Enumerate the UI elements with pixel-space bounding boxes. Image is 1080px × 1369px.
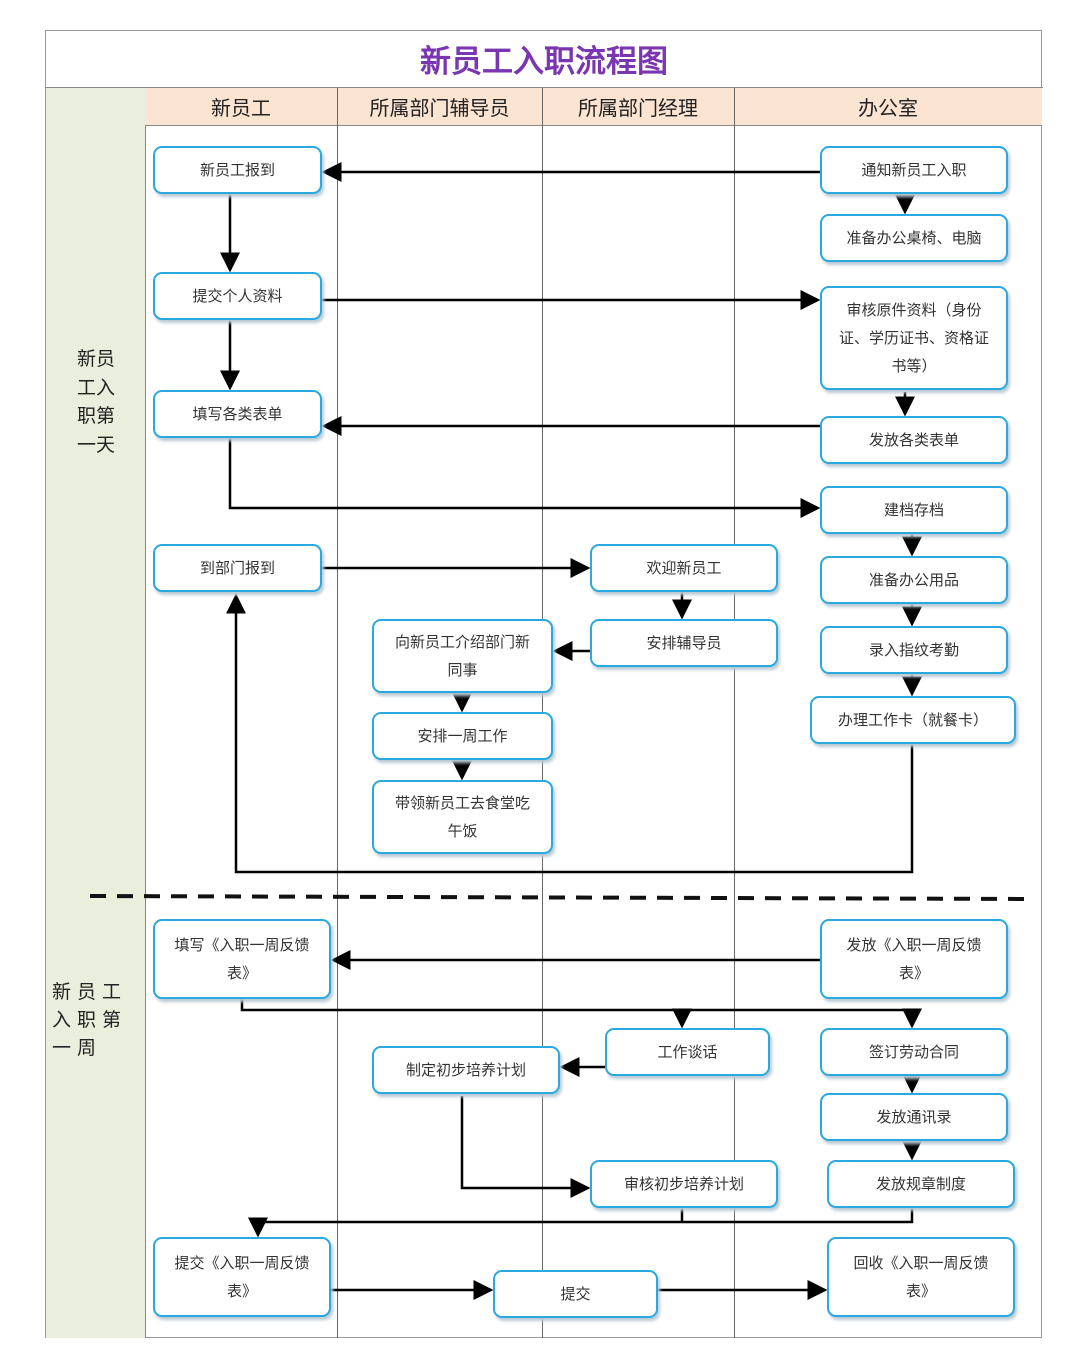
arrow [460,1096,591,1198]
stage-label-day1: 新员工入职第一天 [76,348,115,456]
step-welcome: 欢迎新员工 [590,544,778,592]
arrow [240,999,692,1029]
lane-divider [337,88,338,1338]
step-prepare-supplies: 准备办公用品 [820,556,1008,604]
step-prepare-desk: 准备办公桌椅、电脑 [820,214,1008,262]
step-verify-docs: 审核原件资料（身份证、学历证书、资格证书等） [820,286,1008,390]
step-work-card: 办理工作卡（就餐卡） [810,696,1016,744]
arrow [228,438,821,518]
header-manager: 所属部门经理 [542,88,734,126]
chart-frame [45,30,1042,1338]
step-week-plan: 安排一周工作 [372,712,553,760]
step-lunch: 带领新员工去食堂吃午饭 [372,780,553,854]
chart-title: 新员工入职流程图 [45,30,1043,88]
step-fingerprint: 录入指纹考勤 [820,626,1008,674]
header-new-employee: 新员工 [145,88,337,126]
step-notify: 通知新员工入职 [820,146,1008,194]
lane-divider [734,88,735,1338]
stage-column [46,88,146,1338]
header-mentor: 所属部门辅导员 [337,88,542,126]
step-rules: 发放规章制度 [827,1160,1015,1208]
arrow [682,1008,922,1029]
step-review-plan: 审核初步培养计划 [590,1160,778,1208]
arrow [248,1208,914,1238]
step-contract: 签订劳动合同 [820,1028,1008,1076]
step-fill-feedback: 填写《入职一周反馈表》 [153,919,331,999]
header-office: 办公室 [734,88,1042,126]
step-assign-mentor: 安排辅导员 [590,619,778,667]
step-archive: 建档存档 [820,486,1008,534]
stage-separator [89,894,1036,901]
step-collect-feedback: 回收《入职一周反馈表》 [827,1237,1015,1317]
step-submit-info: 提交个人资料 [153,272,322,320]
step-report: 新员工报到 [153,146,322,194]
step-issue-feedback: 发放《入职一周反馈表》 [820,919,1008,999]
step-submit-feedback: 提交《入职一周反馈表》 [153,1237,331,1317]
step-introduce: 向新员工介绍部门新同事 [372,619,553,693]
step-plan: 制定初步培养计划 [372,1046,560,1094]
arrow [226,593,914,874]
step-dept-report: 到部门报到 [153,544,322,592]
step-fill-forms: 填写各类表单 [153,390,322,438]
step-talk: 工作谈话 [605,1028,770,1076]
step-issue-forms: 发放各类表单 [820,416,1008,464]
stage-label-week1: 新员工入职第一周 [52,981,128,1059]
step-submit: 提交 [493,1270,658,1318]
step-contacts: 发放通讯录 [820,1093,1008,1141]
